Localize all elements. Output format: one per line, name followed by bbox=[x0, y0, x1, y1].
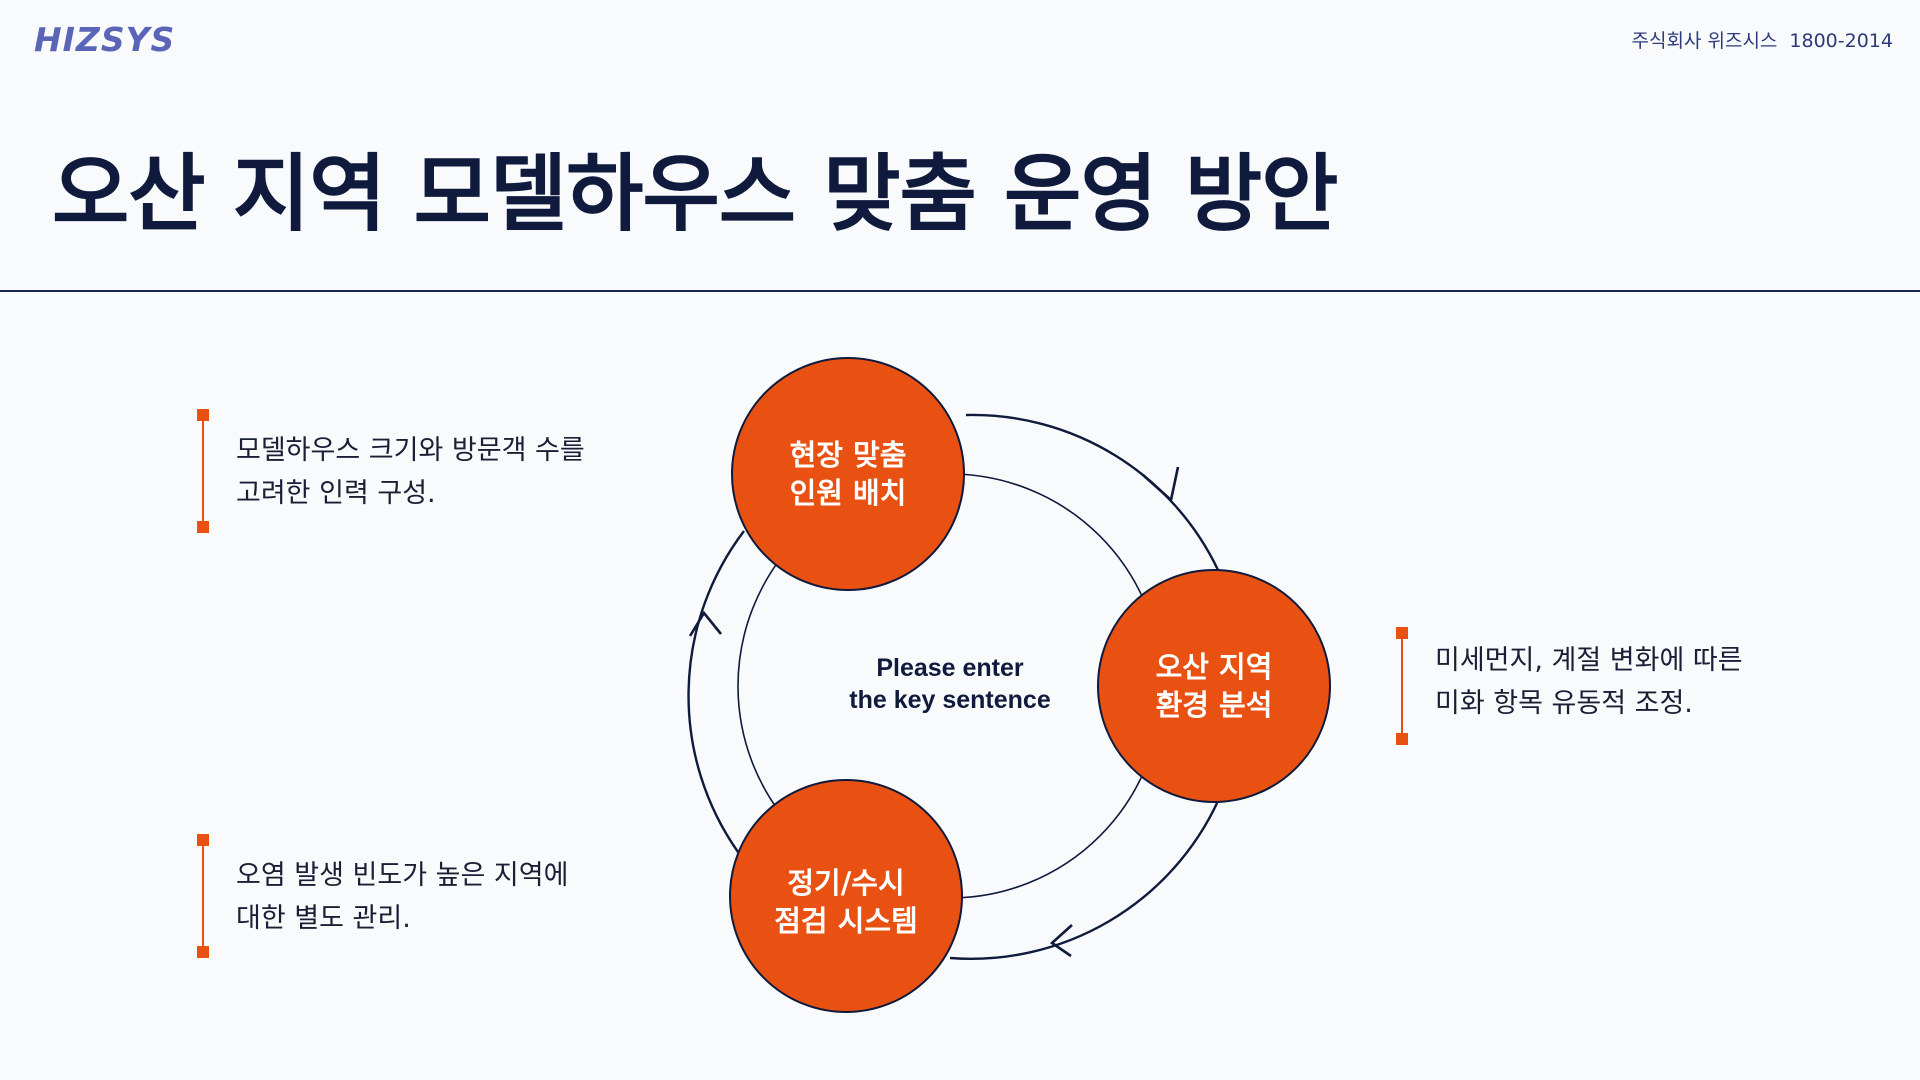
company-info: 주식회사 위즈시스 1800-2014 bbox=[1632, 26, 1893, 53]
note-bracket bbox=[196, 409, 210, 533]
company-name: 주식회사 위즈시스 bbox=[1631, 30, 1778, 52]
note-text: 모델하우스 크기와 방문객 수를 고려한 인력 구성. bbox=[236, 435, 585, 509]
arrowhead-bottom bbox=[1049, 924, 1073, 958]
cycle-node-label: 오산 지역 환경 분석 bbox=[1155, 650, 1273, 722]
cycle-node-inspection bbox=[729, 779, 963, 1013]
page-title: 오산 지역 모델하우스 맞춤 운영 방안 bbox=[52, 145, 1338, 243]
company-logo: HIZSYS bbox=[34, 20, 176, 59]
key-sentence: Please enter the key sentence bbox=[849, 654, 1051, 714]
outer-arc-left bbox=[687, 530, 745, 853]
note-bracket bbox=[196, 834, 210, 958]
note-text: 미세먼지, 계절 변화에 따른 미화 항목 유동적 조정. bbox=[1435, 645, 1743, 719]
cycle-node-analysis bbox=[1097, 569, 1331, 803]
note-right: 미세먼지, 계절 변화에 따른 미화 항목 유동적 조정. bbox=[1395, 627, 1835, 745]
outer-arc-top bbox=[965, 413, 1220, 571]
note-bottom-left: 오염 발생 빈도가 높은 지역에 대한 별도 관리. bbox=[196, 834, 636, 958]
arrowhead-top bbox=[1142, 466, 1180, 503]
outer-arc-bottom bbox=[949, 800, 1220, 960]
note-text: 오염 발생 빈도가 높은 지역에 대한 별도 관리. bbox=[236, 860, 569, 934]
title-divider bbox=[0, 290, 1920, 292]
company-phone: 1800-2014 bbox=[1789, 30, 1893, 52]
cycle-node-staffing bbox=[731, 357, 965, 591]
arrowhead-left bbox=[688, 610, 723, 637]
cycle-node-label: 현장 맞춤 인원 배치 bbox=[789, 438, 907, 510]
cycle-node-label: 정기/수시 점검 시스템 bbox=[774, 866, 918, 938]
note-top-left: 모델하우스 크기와 방문객 수를 고려한 인력 구성. bbox=[196, 409, 636, 533]
note-bracket bbox=[1395, 627, 1409, 745]
